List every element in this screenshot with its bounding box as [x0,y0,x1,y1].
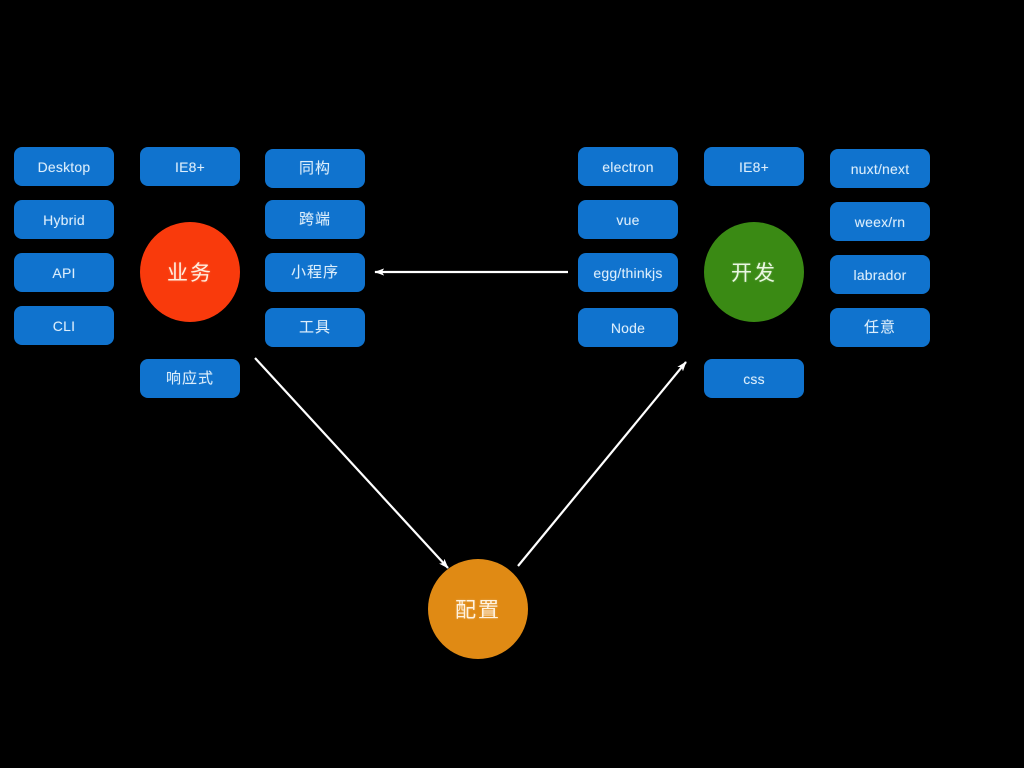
arrow-config-to-dev [517,361,687,567]
node-tooling[interactable]: 工具 [265,308,365,347]
node-electron[interactable]: electron [578,147,678,186]
node-weex-rn[interactable]: weex/rn [830,202,930,241]
node-cross-platform[interactable]: 跨端 [265,200,365,239]
node-hybrid[interactable]: Hybrid [14,200,114,239]
node-miniprogram[interactable]: 小程序 [265,253,365,292]
business-circle[interactable]: 业务 [140,222,240,322]
node-ie8-plus-business[interactable]: IE8+ [140,147,240,186]
node-ie8-plus-dev[interactable]: IE8+ [704,147,804,186]
node-any[interactable]: 任意 [830,308,930,347]
dev-circle[interactable]: 开发 [704,222,804,322]
node-vue[interactable]: vue [578,200,678,239]
node-egg-thinkjs[interactable]: egg/thinkjs [578,253,678,292]
node-css[interactable]: css [704,359,804,398]
node-desktop[interactable]: Desktop [14,147,114,186]
config-circle[interactable]: 配置 [428,559,528,659]
node-nuxt-next[interactable]: nuxt/next [830,149,930,188]
node-cli[interactable]: CLI [14,306,114,345]
node-isomorphic[interactable]: 同构 [265,149,365,188]
node-responsive[interactable]: 响应式 [140,359,240,398]
node-node[interactable]: Node [578,308,678,347]
node-labrador[interactable]: labrador [830,255,930,294]
node-api[interactable]: API [14,253,114,292]
arrow-business-to-config [254,357,449,569]
